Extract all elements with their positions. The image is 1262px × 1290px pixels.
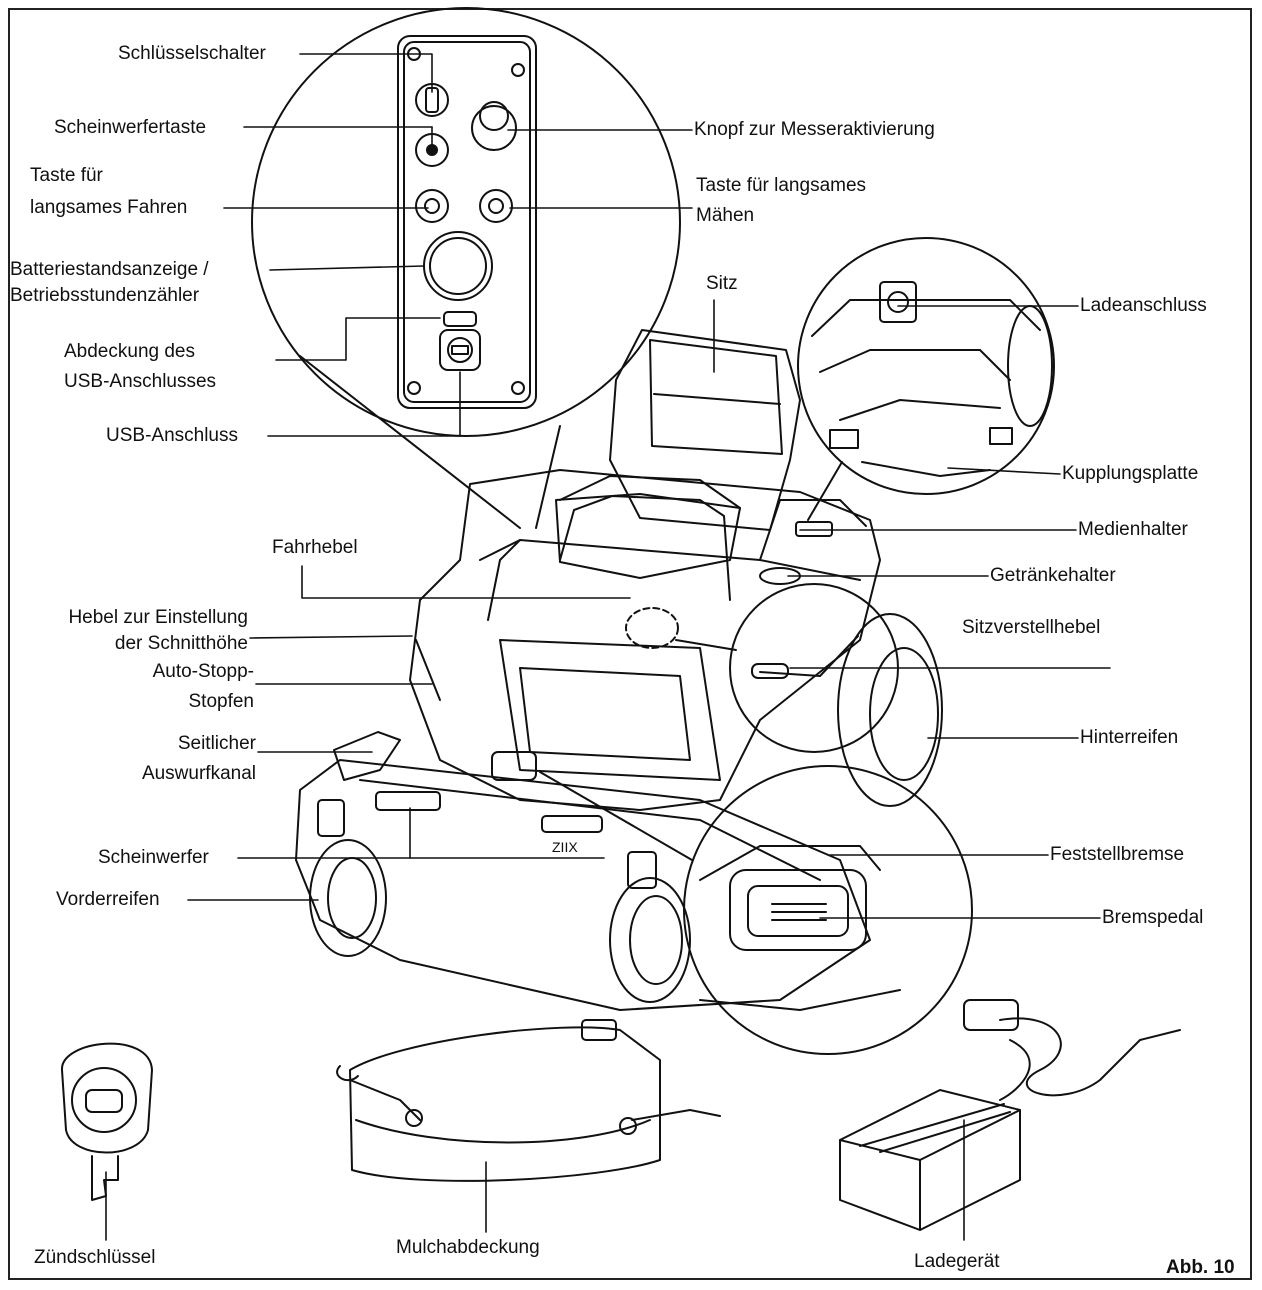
label-sitzverstellhebel: Sitzverstellhebel — [962, 617, 1101, 638]
ignition-key — [60, 1042, 153, 1201]
label-ladeanschluss: Ladeanschluss — [1080, 295, 1207, 316]
label-kupplungsplatte: Kupplungsplatte — [1062, 463, 1199, 484]
charger — [839, 999, 1181, 1231]
label-mulchabdeckung: Mulchabdeckung — [396, 1237, 540, 1258]
deck-decal: ZIIX — [552, 839, 578, 855]
label-batterie-1: Batteriestandsanzeige / — [10, 259, 209, 280]
brake-detail — [491, 751, 973, 1055]
label-abdeckung-usb-2: USB-Anschlusses — [64, 371, 217, 392]
label-knopf-messer: Knopf zur Messeraktivierung — [694, 119, 935, 140]
label-scheinwerfer: Scheinwerfer — [98, 847, 209, 868]
label-taste-fahren-1: Taste für — [30, 165, 103, 186]
mulch-cover — [336, 1019, 721, 1182]
label-scheinwerfertaste: Scheinwerfertaste — [54, 117, 207, 138]
figure-frame — [8, 8, 1252, 1280]
label-hinterreifen: Hinterreifen — [1080, 727, 1179, 748]
label-usb-anschluss: USB-Anschluss — [106, 425, 238, 446]
label-medienhalter: Medienhalter — [1078, 519, 1188, 540]
seat-lever-detail — [675, 583, 899, 753]
label-vorderreifen: Vorderreifen — [56, 889, 160, 910]
label-schluesselschalter: Schlüsselschalter — [118, 43, 266, 64]
label-feststellbremse: Feststellbremse — [1050, 844, 1185, 865]
label-bremspedal: Bremspedal — [1102, 907, 1204, 928]
label-fahrhebel: Fahrhebel — [272, 537, 358, 558]
label-hebel-schnitthoehe-1: Hebel zur Einstellung — [68, 607, 248, 628]
label-taste-fahren-2: langsames Fahren — [30, 197, 188, 218]
label-getraenkehalter: Getränkehalter — [990, 565, 1116, 586]
figure-number: Abb. 10 — [1166, 1257, 1235, 1278]
label-ladegeraet: Ladegerät — [914, 1251, 1000, 1272]
control-panel-detail — [251, 7, 681, 529]
label-auto-stopp-2: Stopfen — [188, 691, 255, 712]
mower-body: ZIIX — [295, 329, 943, 1011]
label-abdeckung-usb-1: Abdeckung des — [64, 341, 195, 362]
label-hebel-schnitthoehe-2: der Schnitthöhe — [114, 633, 248, 654]
label-sitz: Sitz — [706, 273, 738, 294]
label-batterie-2: Betriebsstundenzähler — [10, 285, 200, 306]
label-auswurf-2: Auswurfkanal — [141, 763, 256, 784]
leader-lines — [105, 53, 1111, 1241]
label-auto-stopp-1: Auto-Stopp- — [152, 661, 254, 682]
label-taste-maehen-1: Taste für langsames — [696, 175, 867, 196]
label-taste-maehen-2: Mähen — [696, 205, 755, 226]
label-zuendschluessel: Zündschlüssel — [34, 1247, 156, 1268]
charge-port-detail — [797, 237, 1055, 521]
label-auswurf-1: Seitlicher — [177, 733, 256, 754]
